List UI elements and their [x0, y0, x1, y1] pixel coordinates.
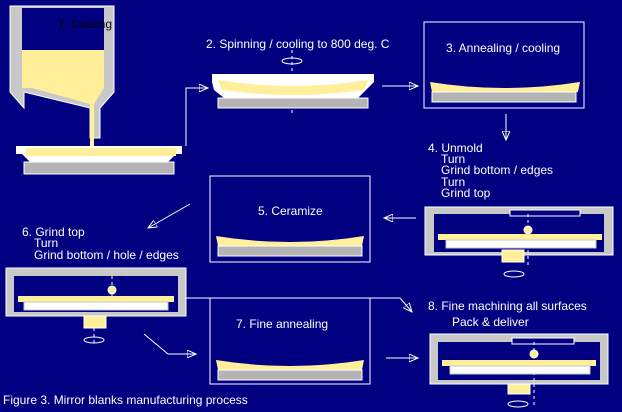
step-4-line-1: 4. Unmold — [428, 141, 483, 155]
step-8-line-1: 8. Fine machining all surfaces — [428, 299, 587, 313]
flow-arrows — [143, 86, 506, 358]
step-7-label: 7. Fine annealing — [236, 317, 329, 331]
step-6-line-2: Turn — [34, 236, 59, 250]
step-1-label: 1. Casting — [58, 17, 113, 31]
arrow-1-to-2 — [185, 88, 208, 146]
step-4-line-5: Grind top — [441, 186, 491, 200]
step-6-line-3: Grind bottom / hole / edges — [34, 248, 179, 262]
spinning-mold — [212, 50, 374, 114]
step-8-line-2: Pack & deliver — [452, 315, 529, 329]
step-6-line-1: 6. Grind top — [22, 225, 85, 239]
casting-mold — [16, 146, 182, 175]
grinding-machine-6 — [5, 267, 187, 346]
step-5-label: 5. Ceramize — [258, 204, 323, 218]
annealing-oven — [423, 21, 585, 109]
step-4-line-4: Turn — [441, 175, 466, 189]
step-2-label: 2. Spinning / cooling to 800 deg. C — [206, 37, 390, 51]
fine-annealing-oven — [209, 297, 371, 385]
figure-caption: Figure 3. Mirror blanks manufacturing pr… — [3, 393, 248, 407]
ceramize-oven — [209, 175, 371, 263]
step-4-line-3: Grind bottom / edges — [441, 163, 554, 177]
fine-machining-machine — [429, 333, 609, 408]
casting-ladle — [9, 5, 115, 148]
arrow-6-to-8 — [186, 297, 412, 312]
step-4-line-2: Turn — [441, 152, 466, 166]
step-3-label: 3. Annealing / cooling — [446, 41, 561, 55]
grinding-machine-4 — [424, 206, 614, 278]
arrow-6-to-7 — [143, 333, 196, 354]
arrow-5-to-6 — [148, 203, 191, 228]
